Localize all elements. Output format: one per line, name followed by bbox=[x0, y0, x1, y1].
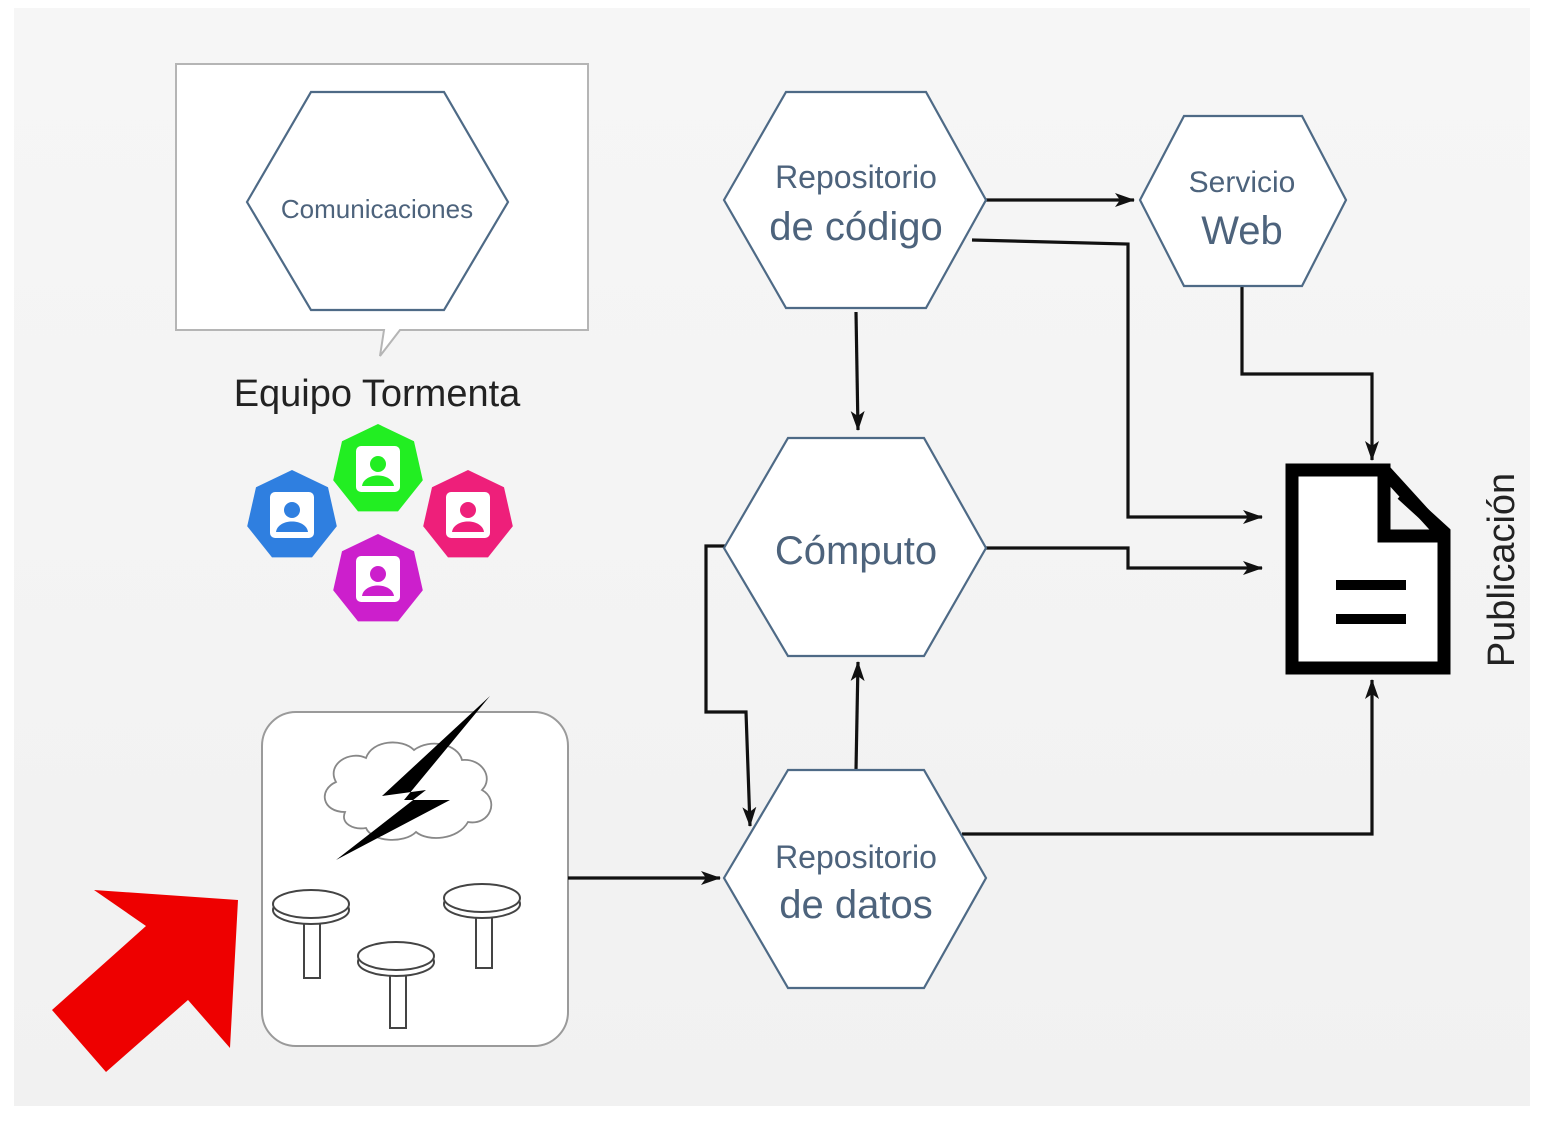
edge-repo-datos-to-publicacion bbox=[962, 679, 1379, 836]
team-icons bbox=[247, 424, 513, 622]
sensor-post-2 bbox=[357, 941, 435, 1029]
servicio-web-label-line1: Servicio bbox=[1189, 166, 1296, 199]
repo-datos-label-line1: Repositorio bbox=[775, 839, 937, 875]
comunicaciones-label: Comunicaciones bbox=[281, 194, 473, 224]
person-icon-pink bbox=[423, 470, 513, 558]
edge-servicio-web-to-publicacion bbox=[1240, 286, 1379, 461]
sensor-post-3 bbox=[443, 883, 521, 969]
lightning-icon bbox=[336, 696, 490, 860]
person-icon-blue bbox=[247, 470, 337, 558]
weather-station-box[interactable] bbox=[261, 696, 569, 1047]
communications-bubble: Comunicaciones bbox=[175, 63, 589, 357]
person-icon-purple bbox=[333, 534, 423, 622]
edge-repo-datos-to-computo bbox=[850, 661, 865, 771]
edge-repo-codigo-to-publicacion bbox=[971, 238, 1263, 524]
edges bbox=[568, 193, 1379, 885]
publication-label: Publicación bbox=[1481, 473, 1523, 667]
repo-datos-label-line2: de datos bbox=[779, 883, 932, 927]
sensor-post-1 bbox=[272, 889, 350, 979]
edge-computo-to-repo-datos bbox=[704, 544, 757, 827]
node-repo-datos[interactable]: Repositorio de datos bbox=[722, 768, 988, 990]
person-icon-green bbox=[333, 424, 423, 512]
node-servicio-web[interactable]: Servicio Web bbox=[1138, 114, 1348, 288]
repo-codigo-label-line2: de código bbox=[769, 205, 942, 249]
publicacion-document-icon[interactable] bbox=[1285, 463, 1451, 675]
comunicaciones-hexagon[interactable] bbox=[245, 90, 510, 312]
node-repo-codigo[interactable]: Repositorio de código bbox=[722, 90, 988, 310]
node-computo[interactable]: Cómputo bbox=[722, 436, 988, 658]
red-pointer-arrow bbox=[52, 890, 238, 1072]
edge-computo-to-publicacion bbox=[986, 546, 1263, 575]
computo-label: Cómputo bbox=[775, 529, 937, 573]
repo-codigo-label-line1: Repositorio bbox=[775, 159, 937, 195]
edge-repo-codigo-to-computo bbox=[850, 311, 865, 431]
team-label: Equipo Tormenta bbox=[234, 373, 521, 415]
servicio-web-label-line2: Web bbox=[1201, 209, 1283, 253]
